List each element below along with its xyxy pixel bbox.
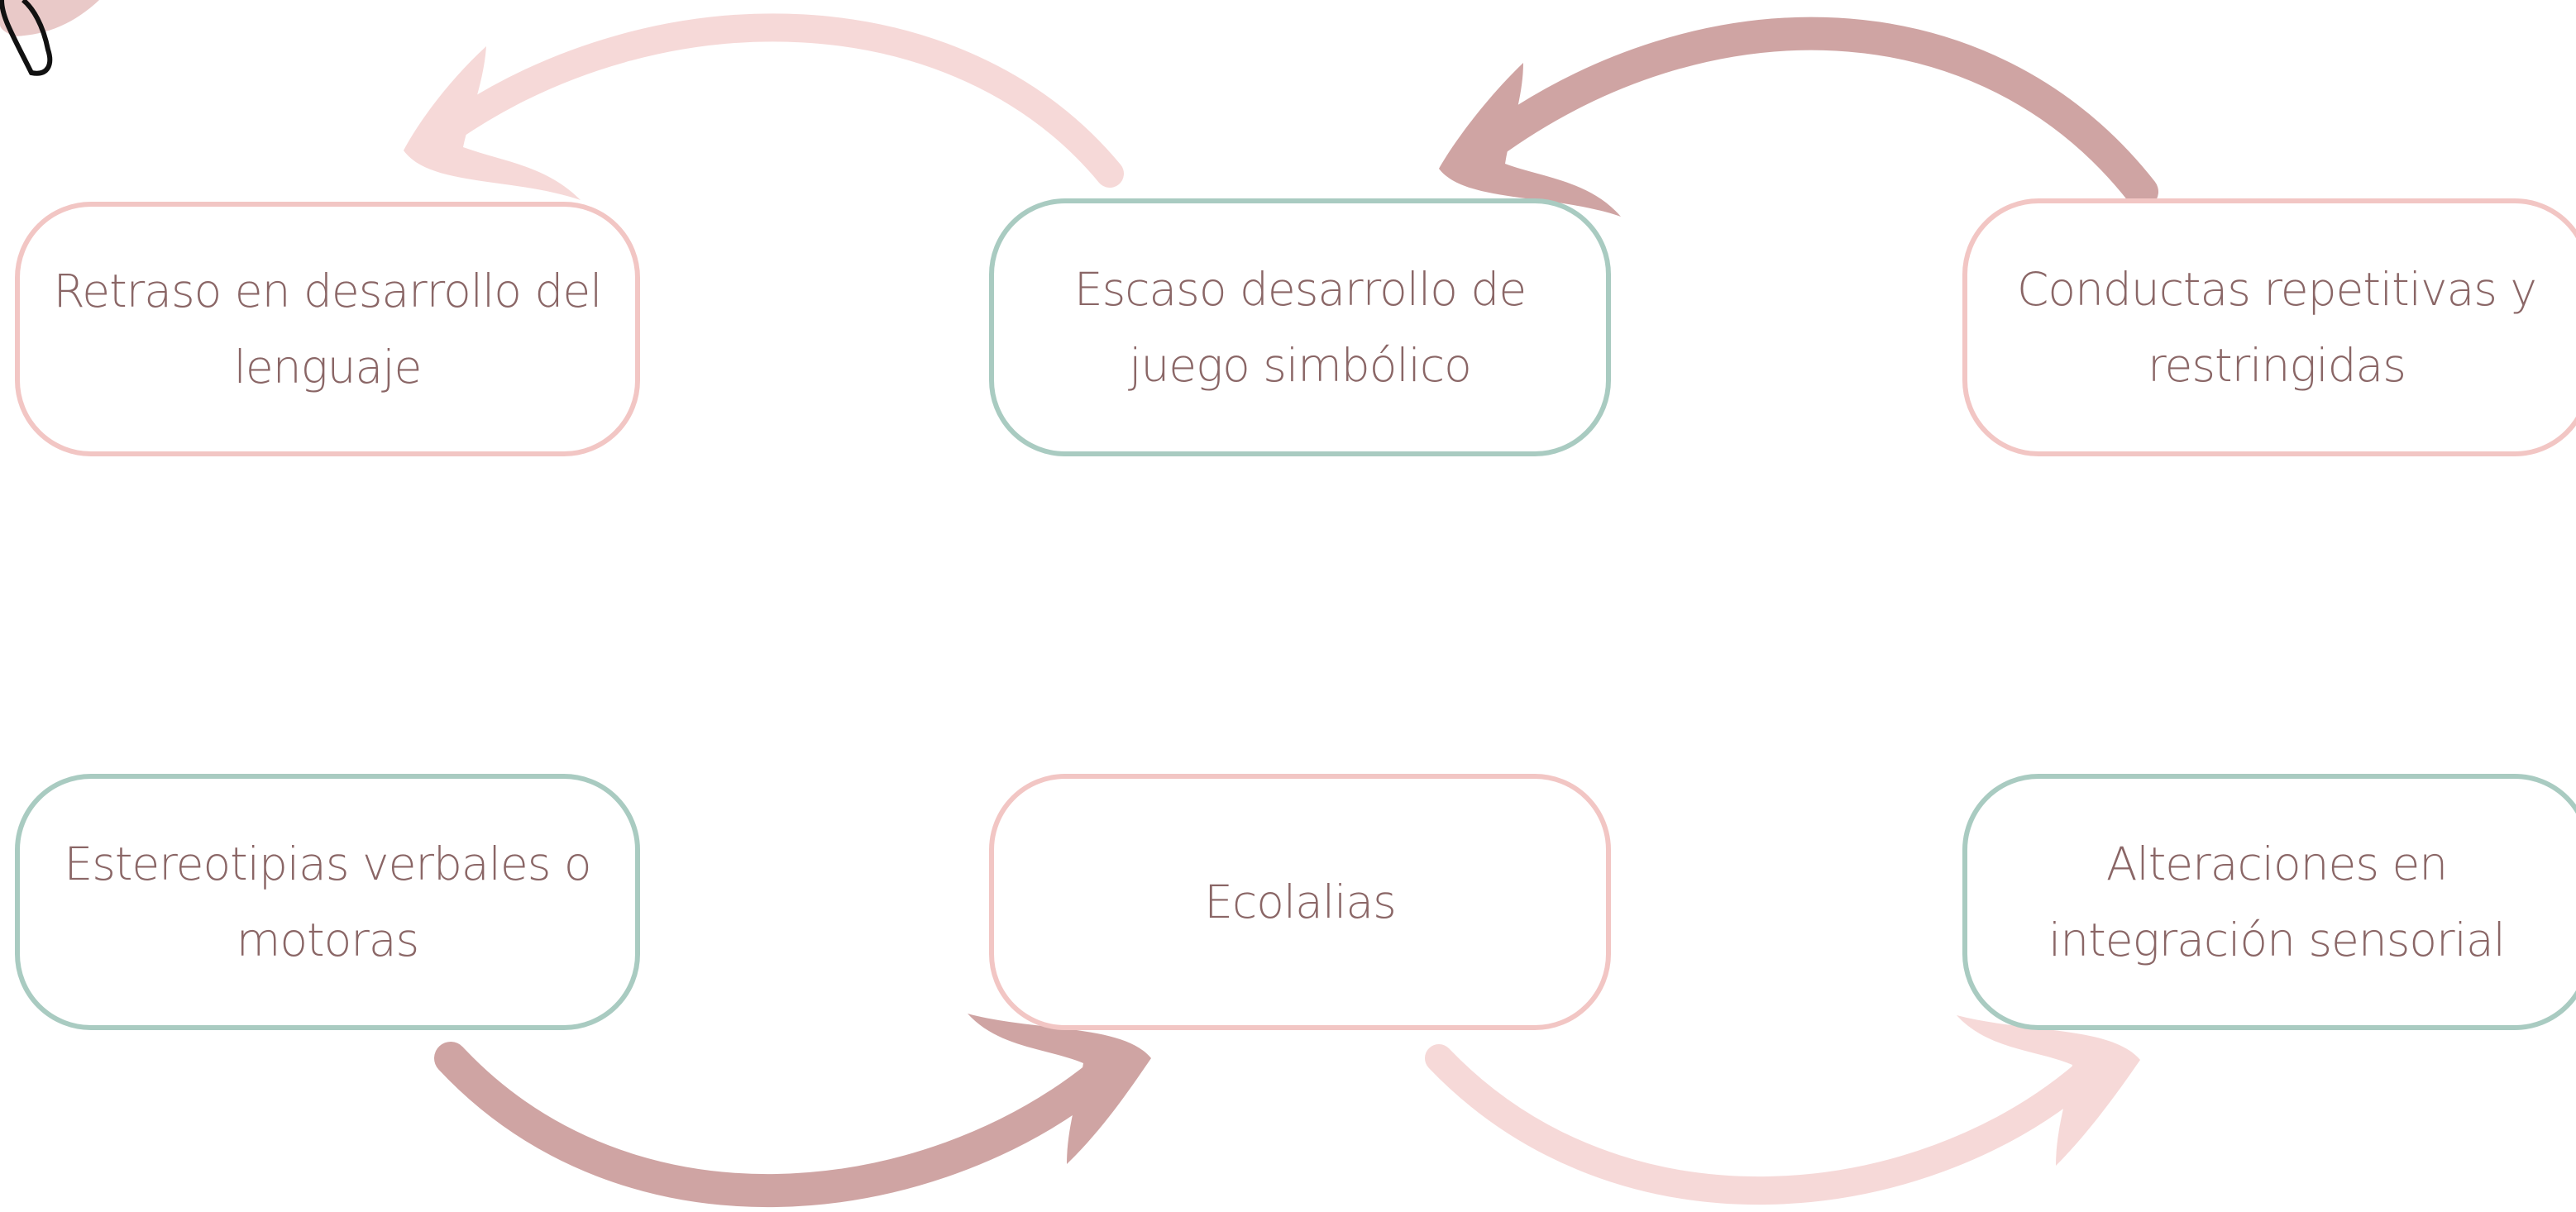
arrow-estereotipias-to-ecolalias [434,1014,1151,1208]
arrow-juego-to-retraso-head [404,46,581,200]
node-conductas-repetitivas: Conductas repetitivas y restringidas [1962,198,2576,456]
arrow-conductas-to-juego [1439,17,2158,217]
arrow-estereotipias-to-ecolalias-head [968,1014,1151,1164]
node-ecolalias: Ecolalias [989,774,1611,1030]
node-juego-simbolico: Escaso desarrollo de juego simbólico [989,198,1611,456]
arrow-ecolalias-to-alteraciones-head [1957,1015,2140,1166]
arrow-conductas-to-juego-shaft [1472,17,2158,208]
node-estereotipias: Estereotipias verbales o motoras [15,774,640,1030]
node-estereotipias-label: Estereotipias verbales o motoras [64,837,591,966]
arrow-juego-to-retraso-shaft [437,13,1124,188]
node-conductas-repetitivas-label: Conductas repetitivas y restringidas [2017,263,2537,392]
arrow-juego-to-retraso [404,13,1124,200]
arrow-conductas-to-juego-head [1439,63,1621,217]
node-alteraciones-sensorial: Alteraciones en integración sensorial [1962,774,2576,1030]
arrow-estereotipias-to-ecolalias-shaft [434,1042,1116,1208]
node-retraso-lenguaje: Retraso en desarrollo del lenguaje [15,202,640,456]
arrow-ecolalias-to-alteraciones-shaft [1425,1044,2098,1205]
node-retraso-lenguaje-label: Retraso en desarrollo del lenguaje [53,265,603,394]
node-juego-simbolico-label: Escaso desarrollo de juego simbólico [1073,263,1527,392]
corner-blob [0,0,99,36]
corner-outline [0,0,53,76]
arrow-ecolalias-to-alteraciones [1425,1015,2140,1205]
node-alteraciones-sensorial-label: Alteraciones en integración sensorial [2048,837,2506,966]
corner-decoration-icon [0,0,99,76]
node-ecolalias-label: Ecolalias [1204,876,1397,928]
